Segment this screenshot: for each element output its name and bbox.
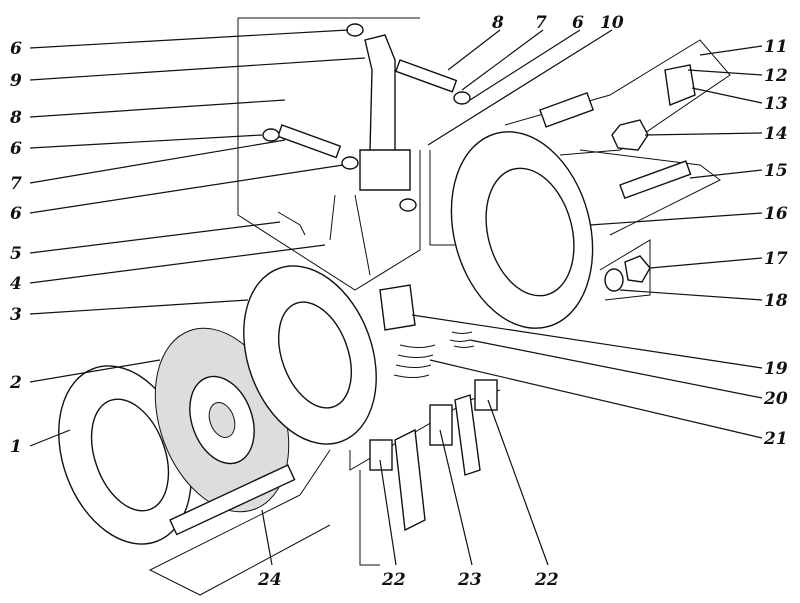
callout-20: 20 — [763, 389, 788, 409]
callout-13: 13 — [764, 94, 788, 114]
callout-12: 12 — [764, 66, 788, 86]
callout-11: 11 — [764, 37, 788, 57]
callout-19: 19 — [764, 359, 788, 379]
callout-17: 17 — [764, 249, 788, 269]
callout-9: 9 — [10, 71, 22, 91]
callout-6: 6 — [10, 139, 22, 159]
callout-14: 14 — [764, 124, 788, 144]
links-and-shaft — [169, 379, 498, 536]
callout-16: 16 — [764, 204, 788, 224]
callout-5: 5 — [10, 244, 22, 264]
callout-7: 7 — [535, 13, 547, 33]
callout-8: 8 — [491, 13, 504, 33]
callout-22: 22 — [381, 570, 406, 590]
callout-6: 6 — [572, 13, 584, 33]
callout-6: 6 — [10, 39, 22, 59]
callout-7: 7 — [10, 174, 22, 194]
callout-10: 10 — [600, 13, 624, 33]
callout-3: 3 — [10, 305, 22, 325]
callout-1: 1 — [10, 437, 22, 457]
fasteners — [379, 64, 696, 378]
callout-22: 22 — [534, 570, 559, 590]
callout-8: 8 — [9, 108, 22, 128]
callout-6: 6 — [10, 204, 22, 224]
clutch-housing-16 — [450, 131, 594, 329]
callout-15: 15 — [764, 161, 788, 181]
callout-2: 2 — [9, 373, 22, 393]
callout-23: 23 — [457, 570, 482, 590]
callout-4: 4 — [10, 274, 22, 294]
callout-24: 24 — [257, 570, 282, 590]
release-levers — [262, 23, 471, 276]
pressure-plate-3 — [243, 265, 377, 445]
callout-21: 21 — [763, 429, 788, 449]
callout-18: 18 — [764, 291, 788, 311]
callout-labels: 6 9 8 6 7 6 5 4 3 2 1 8 7 6 10 11 12 13 … — [9, 13, 788, 590]
leader-lines — [29, 29, 763, 566]
